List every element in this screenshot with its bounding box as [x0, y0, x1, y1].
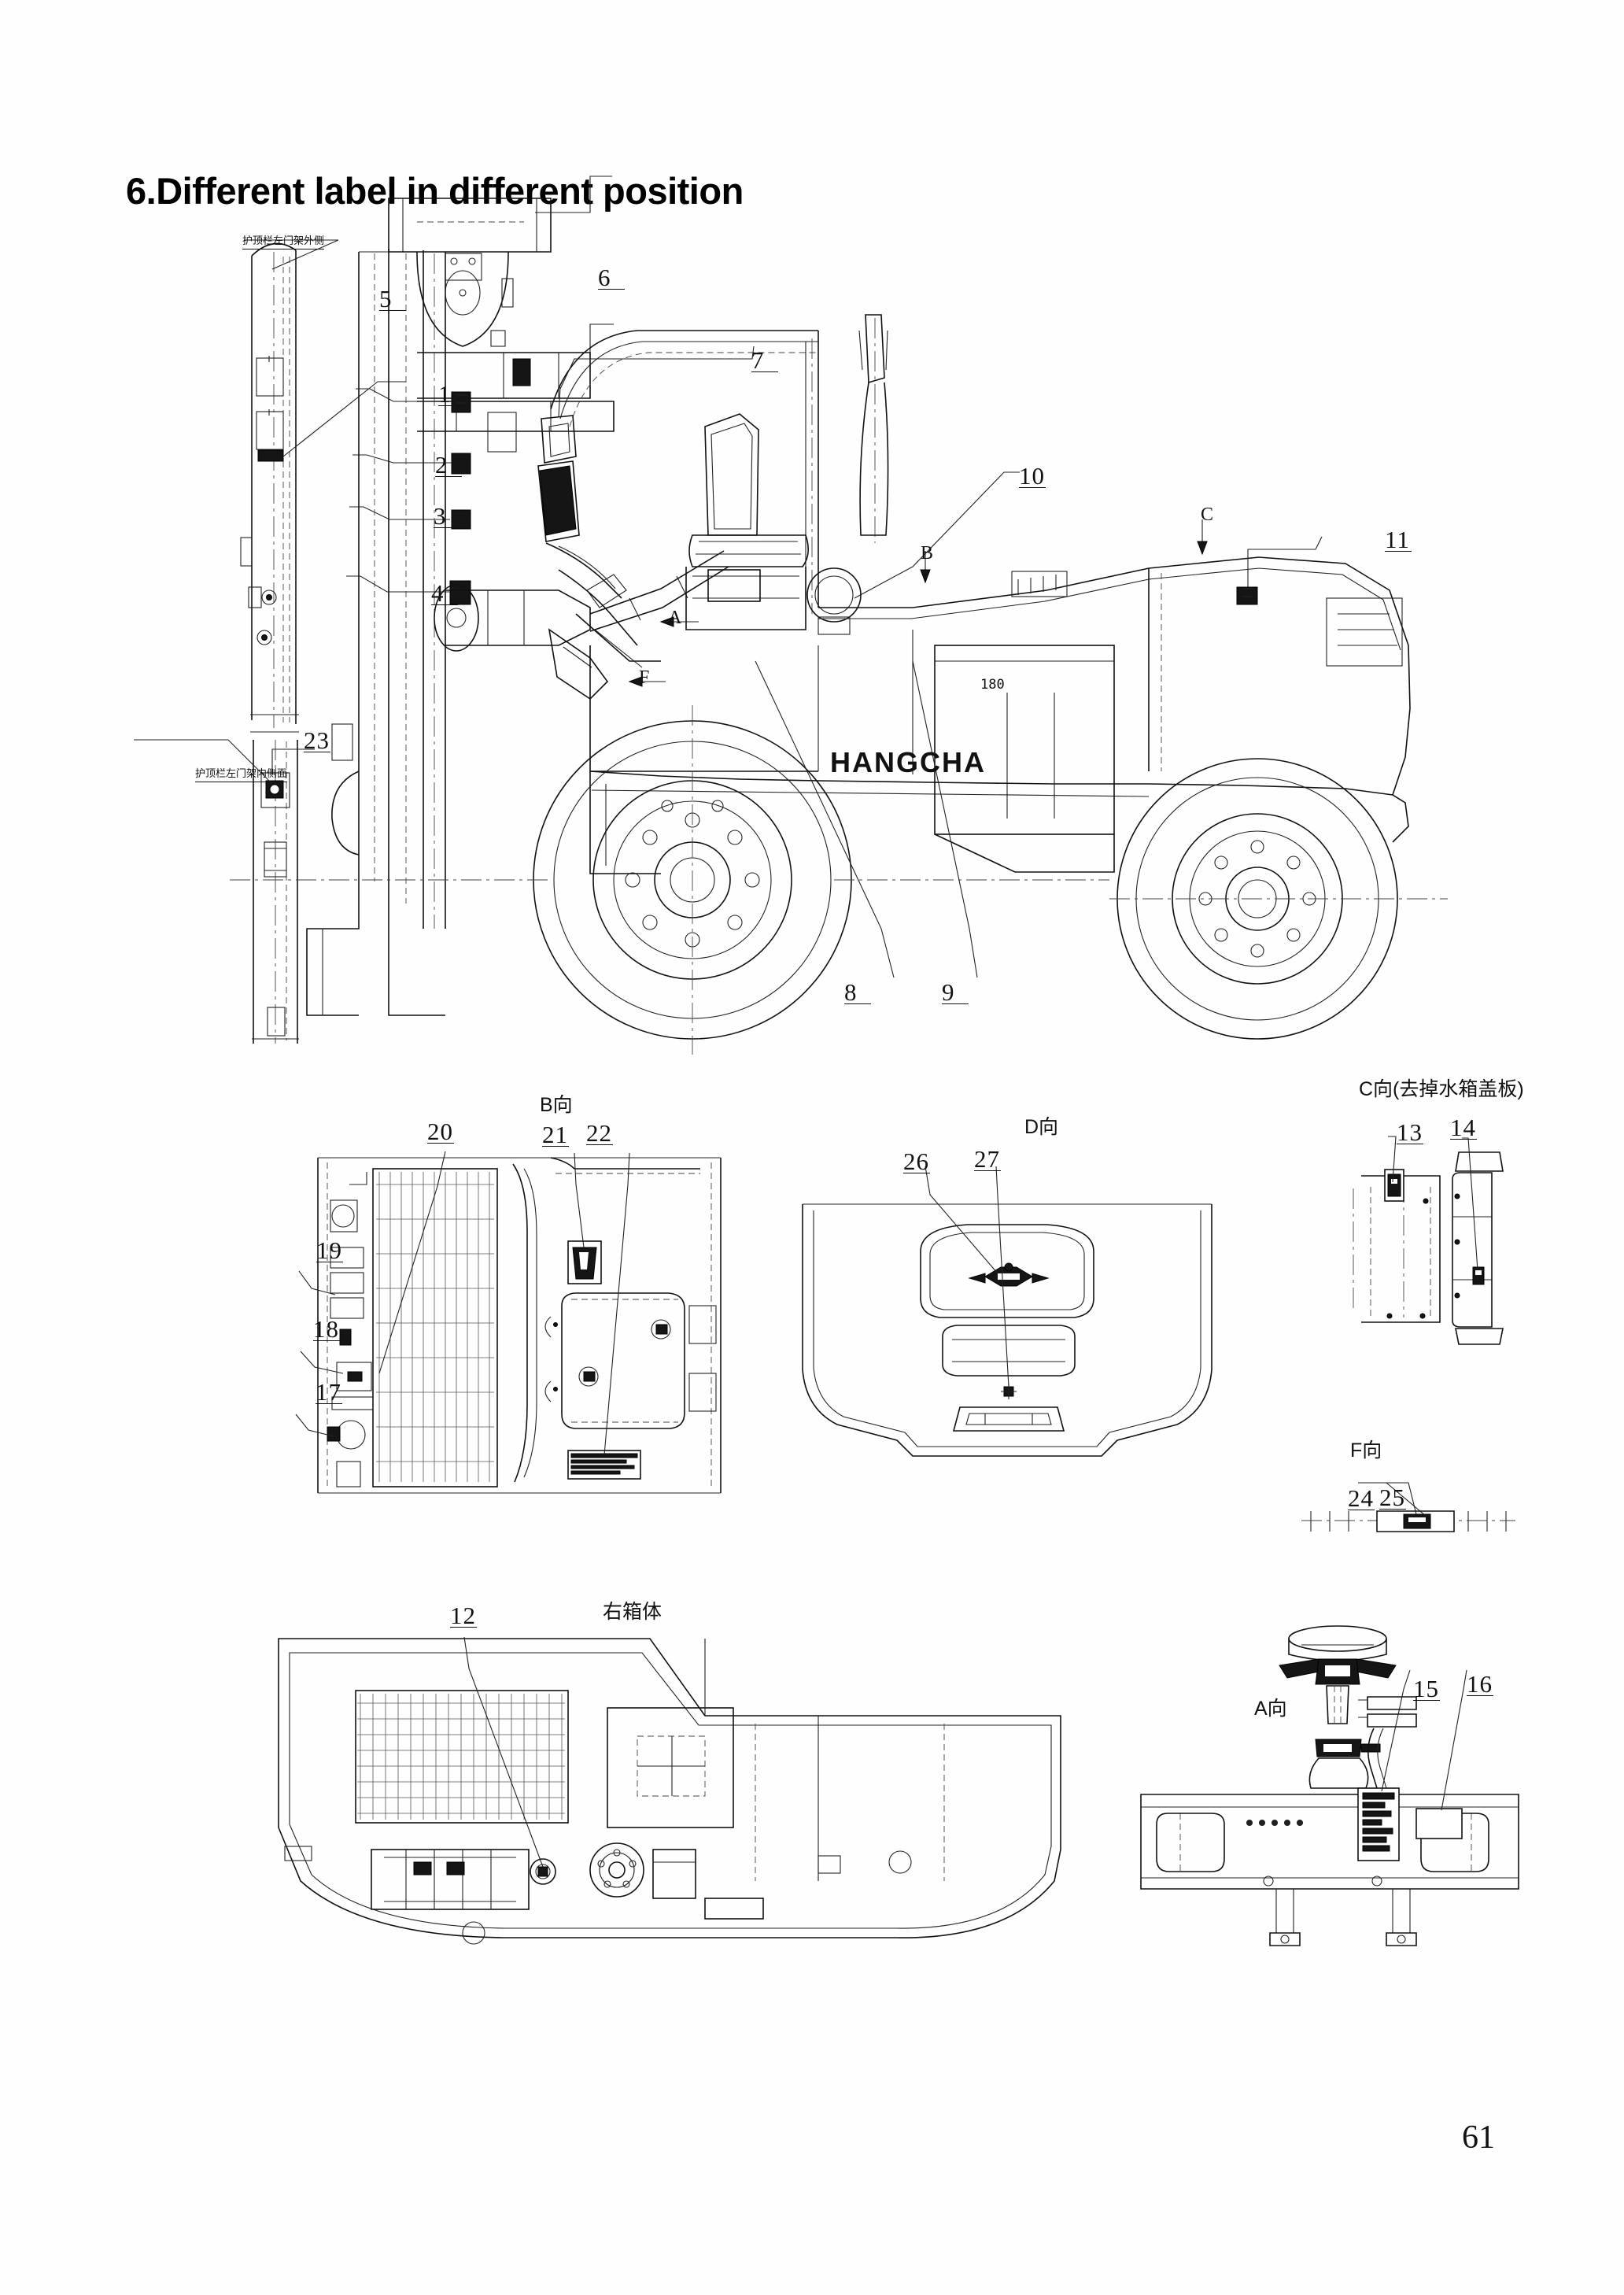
- brand-logo-text: HANGCHA: [830, 746, 986, 778]
- view-b-label: B向: [540, 1094, 573, 1116]
- callout-underline: [844, 1003, 871, 1004]
- callout-underline: [974, 1170, 1001, 1171]
- callout-5: 5: [379, 285, 406, 313]
- view-c-drawing: [1338, 1136, 1534, 1346]
- callout-13: 13: [1397, 1118, 1423, 1146]
- dir-f-marker: F: [639, 667, 650, 688]
- callout-underline: [434, 527, 460, 528]
- dir-b-marker: B: [921, 543, 934, 564]
- callout-26: 26: [903, 1148, 930, 1175]
- hood-emblem: [968, 1262, 1050, 1287]
- callout-6: 6: [598, 264, 625, 292]
- callout-2: 2: [435, 451, 462, 479]
- callout-underline: [586, 1144, 613, 1145]
- callout-17: 17: [316, 1378, 342, 1406]
- callout-underline: [379, 310, 406, 311]
- callout-underline: [427, 1143, 454, 1144]
- view-a-label: A向: [1254, 1698, 1287, 1720]
- callout-18: 18: [313, 1315, 340, 1343]
- wheels: [230, 705, 1448, 1055]
- mast-detail-view-2: [134, 739, 315, 1044]
- callout-underline: [313, 1340, 340, 1341]
- view-f-label: F向: [1350, 1439, 1382, 1462]
- callout-underline: [1379, 1509, 1406, 1510]
- truck-body: [589, 536, 1411, 874]
- mast-detail-view: [240, 239, 406, 733]
- callout-underline: [1019, 487, 1046, 488]
- dir-a-marker: A: [668, 608, 682, 628]
- callout-15: 15: [1413, 1675, 1440, 1702]
- callout-19: 19: [316, 1236, 343, 1264]
- mast-column: [306, 176, 615, 1016]
- callout-27: 27: [974, 1145, 1001, 1173]
- callout-underline: [751, 371, 778, 372]
- view-right-box-label: 右箱体: [603, 1601, 663, 1623]
- callout-22: 22: [586, 1119, 613, 1147]
- lift-linkage: [434, 550, 729, 652]
- page-number: 61: [1462, 2119, 1495, 2156]
- callout-1: 1: [438, 380, 465, 408]
- direction-arrows: [628, 519, 1208, 687]
- callout-underline: [942, 1003, 969, 1004]
- callout-7: 7: [751, 346, 778, 375]
- callout-25: 25: [1379, 1484, 1406, 1511]
- callout-21: 21: [542, 1121, 569, 1148]
- callout-underline: [1385, 551, 1412, 552]
- callout-underline: [435, 476, 462, 477]
- callout-24: 24: [1348, 1484, 1375, 1512]
- callout-23: 23: [304, 726, 330, 754]
- callout-8: 8: [844, 978, 871, 1007]
- callout-9: 9: [942, 978, 969, 1007]
- operator-cabin: [537, 314, 889, 700]
- fan-assembly: [1279, 1625, 1397, 1724]
- callout-underline: [450, 1627, 477, 1628]
- callout-underline: [1413, 1700, 1440, 1701]
- dir-c-marker: C: [1201, 504, 1214, 525]
- note-mast-lower: 护顶栏左门架内侧面: [195, 765, 288, 782]
- view-f-drawing: [1298, 1482, 1519, 1543]
- callout-16: 16: [1467, 1670, 1493, 1698]
- callout-14: 14: [1450, 1114, 1477, 1141]
- callout-underline: [438, 405, 465, 406]
- view-a-drawing: [1133, 1621, 1526, 1960]
- right-box-drawing: [268, 1621, 1117, 1960]
- page-title: 6.Different label in different position: [126, 170, 744, 212]
- callout-3: 3: [434, 502, 460, 530]
- callout-underline: [431, 604, 458, 605]
- instrument-reading: 180: [980, 677, 1005, 693]
- callout-20: 20: [427, 1118, 454, 1145]
- callout-underline: [542, 1146, 569, 1147]
- view-c-label: C向(去掉水箱盖板): [1359, 1078, 1524, 1100]
- callout-underline: [1450, 1139, 1477, 1140]
- view-d-drawing: [787, 1166, 1227, 1503]
- callout-underline: [598, 289, 625, 290]
- callout-underline: [316, 1403, 342, 1404]
- callout-11: 11: [1385, 526, 1412, 554]
- main-side-elevation-drawing: [134, 176, 1574, 1055]
- callout-underline: [1467, 1695, 1493, 1696]
- view-d-label: D向: [1024, 1116, 1059, 1138]
- view-b-drawing: [291, 1137, 763, 1507]
- callout-12: 12: [450, 1602, 477, 1629]
- note-mast-top: 护顶栏左门架外侧: [242, 232, 325, 249]
- callout-10: 10: [1019, 462, 1046, 490]
- callout-4: 4: [431, 579, 458, 608]
- leader-lines-main: [559, 346, 1020, 978]
